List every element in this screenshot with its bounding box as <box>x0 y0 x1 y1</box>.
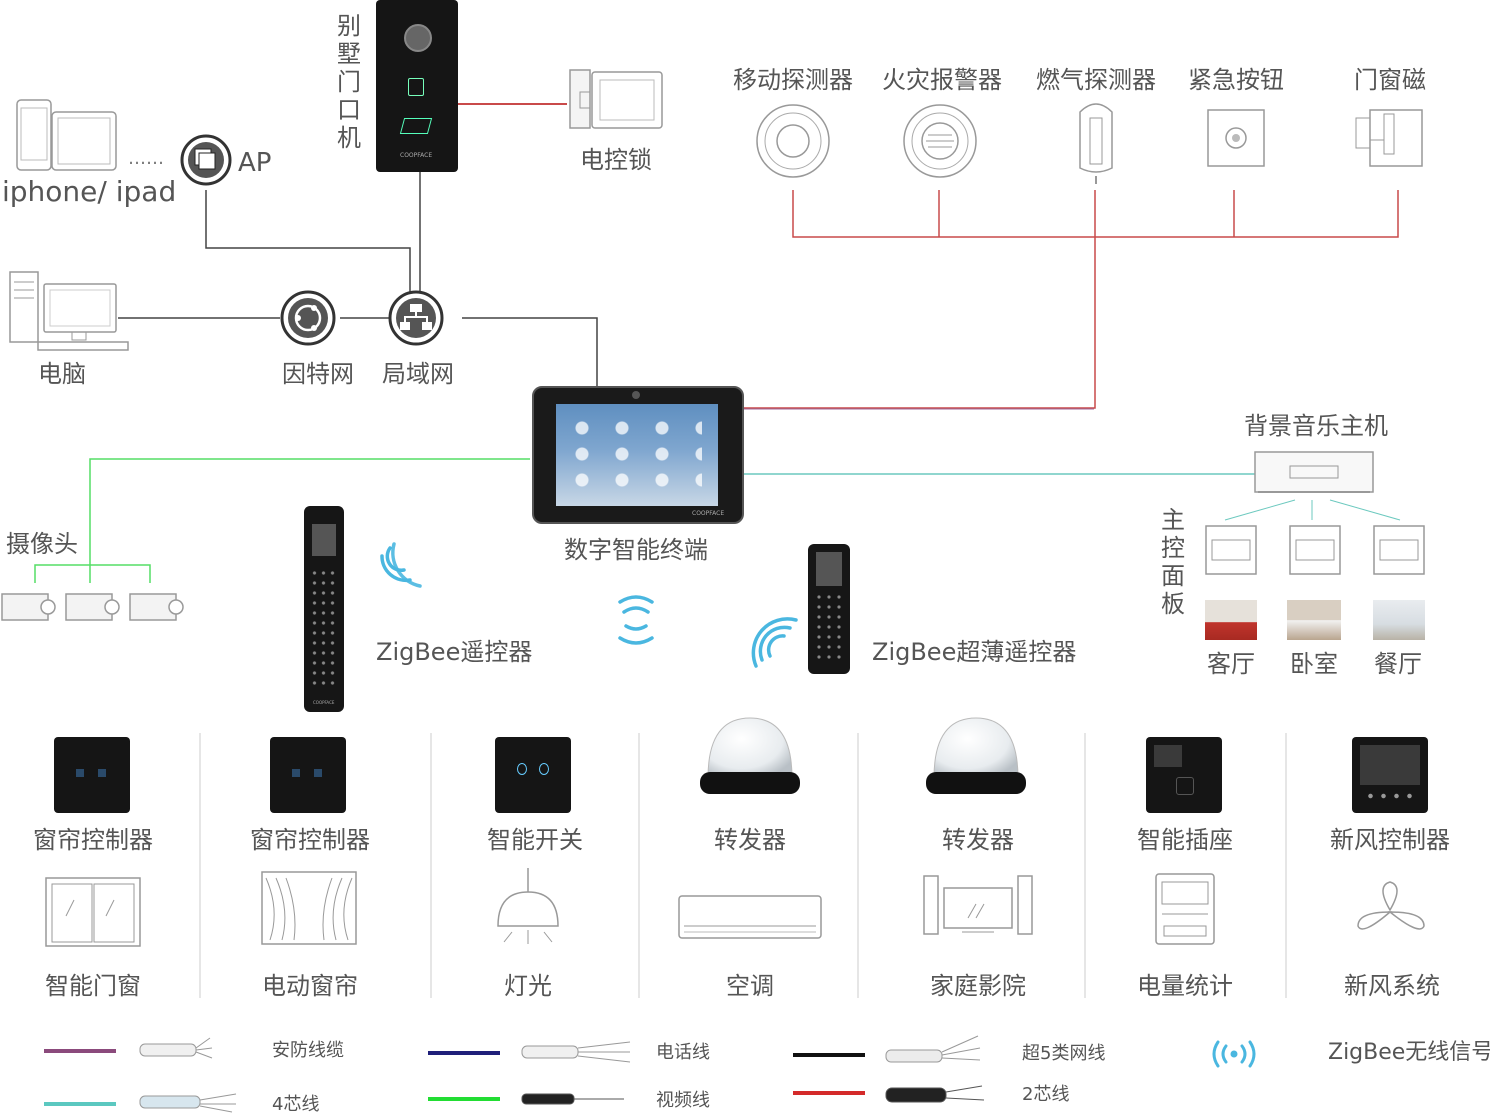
zigbee-remote-label: ZigBee遥控器 <box>376 638 533 666</box>
living-room-label: 客厅 <box>1207 650 1255 678</box>
device-5-top-label: 转发器 <box>942 826 1014 854</box>
legend-video-label: 视频线 <box>656 1090 710 1111</box>
dining-room-photo <box>1373 600 1425 640</box>
socket-screen <box>1154 745 1182 767</box>
digital-terminal-label: 数字智能终端 <box>564 536 708 564</box>
terminal-camera-icon <box>632 391 640 399</box>
gas-detector-label: 燃气探测器 <box>1036 66 1156 94</box>
switch-key-icon <box>517 763 527 775</box>
villa-door-unit: COOPFACE <box>376 0 458 172</box>
switch-key-icon <box>539 763 549 775</box>
camera-label: 摄像头 <box>6 530 78 558</box>
ap-label: AP <box>238 148 272 178</box>
motion-detector-label: 移动探测器 <box>733 66 853 94</box>
device-1-top-label: 窗帘控制器 <box>33 826 153 854</box>
legend-2core-label: 2芯线 <box>1022 1084 1070 1105</box>
socket-outlet-icon <box>1176 777 1194 795</box>
legend-4core-label: 4芯线 <box>272 1094 320 1115</box>
touch-key-icon <box>98 769 106 777</box>
zigbee-slim-remote-keypad <box>814 592 844 662</box>
zigbee-remote[interactable]: COOPFACE <box>304 506 344 712</box>
living-room-photo <box>1205 600 1257 640</box>
smart-socket[interactable] <box>1146 737 1222 813</box>
main-panel-label: 主控面板 <box>1161 506 1185 618</box>
device-5-bottom-label: 家庭影院 <box>930 972 1026 1000</box>
curtain-controller-2[interactable] <box>270 737 346 813</box>
door-window-magnet-label: 门窗磁 <box>1354 66 1426 94</box>
camera-lens-icon <box>404 24 432 52</box>
device-6-top-label: 智能插座 <box>1137 826 1233 854</box>
app-icon-grid <box>572 418 702 496</box>
device-7-top-label: 新风控制器 <box>1330 826 1450 854</box>
touch-key-icon <box>314 769 322 777</box>
lan-label: 局域网 <box>382 360 454 388</box>
device-4-bottom-label: 空调 <box>726 972 774 1000</box>
ap-dots: …… <box>128 148 164 169</box>
fresh-air-controller[interactable] <box>1352 737 1428 813</box>
emergency-button-label: 紧急按钮 <box>1188 66 1284 94</box>
device-7-bottom-label: 新风系统 <box>1344 972 1440 1000</box>
zigbee-slim-remote-label: ZigBee超薄遥控器 <box>872 638 1077 666</box>
curtain-controller-1[interactable] <box>54 737 130 813</box>
device-3-top-label: 智能开关 <box>487 826 583 854</box>
legend-zigbee-label: ZigBee无线信号 <box>1328 1040 1490 1065</box>
bg-music-host-label: 背景音乐主机 <box>1244 412 1388 440</box>
device-2-top-label: 窗帘控制器 <box>250 826 370 854</box>
computer-label: 电脑 <box>38 360 86 388</box>
bedroom-label: 卧室 <box>1290 650 1338 678</box>
zigbee-slim-remote-screen <box>816 552 842 586</box>
door-unit-brand: COOPFACE <box>400 152 433 159</box>
villa-door-unit-label: 别墅门口机 <box>337 12 361 152</box>
bedroom-photo <box>1287 600 1341 640</box>
device-1-bottom-label: 智能门窗 <box>45 972 141 1000</box>
legend-cat5-label: 超5类网线 <box>1022 1043 1106 1064</box>
legend-phone-label: 电话线 <box>656 1042 710 1063</box>
fresh-air-screen <box>1360 745 1420 785</box>
iphone-ipad-label: iphone/ ipad <box>2 175 177 208</box>
terminal-screen[interactable] <box>556 404 718 506</box>
zigbee-slim-remote[interactable] <box>808 544 850 674</box>
card-reader-icon <box>408 78 424 96</box>
dining-room-label: 餐厅 <box>1374 650 1422 678</box>
fire-alarm-label: 火灾报警器 <box>882 66 1002 94</box>
device-6-bottom-label: 电量统计 <box>1137 972 1233 1000</box>
internet-label: 因特网 <box>282 360 354 388</box>
smart-switch[interactable] <box>495 737 571 813</box>
device-3-bottom-label: 灯光 <box>504 972 552 1000</box>
fresh-air-buttons <box>1364 793 1416 799</box>
touch-key-icon <box>292 769 300 777</box>
device-2-bottom-label: 电动窗帘 <box>262 972 358 1000</box>
electric-lock-label: 电控锁 <box>580 146 652 174</box>
terminal-brand: COOPFACE <box>692 510 725 517</box>
digital-terminal[interactable]: COOPFACE <box>532 386 744 524</box>
zigbee-remote-brand: COOPFACE <box>313 700 335 705</box>
device-4-top-label: 转发器 <box>714 826 786 854</box>
legend-security-label: 安防线缆 <box>272 1040 344 1061</box>
touch-key-icon <box>76 769 84 777</box>
zigbee-remote-screen <box>312 524 336 556</box>
zigbee-remote-keypad <box>310 568 338 688</box>
